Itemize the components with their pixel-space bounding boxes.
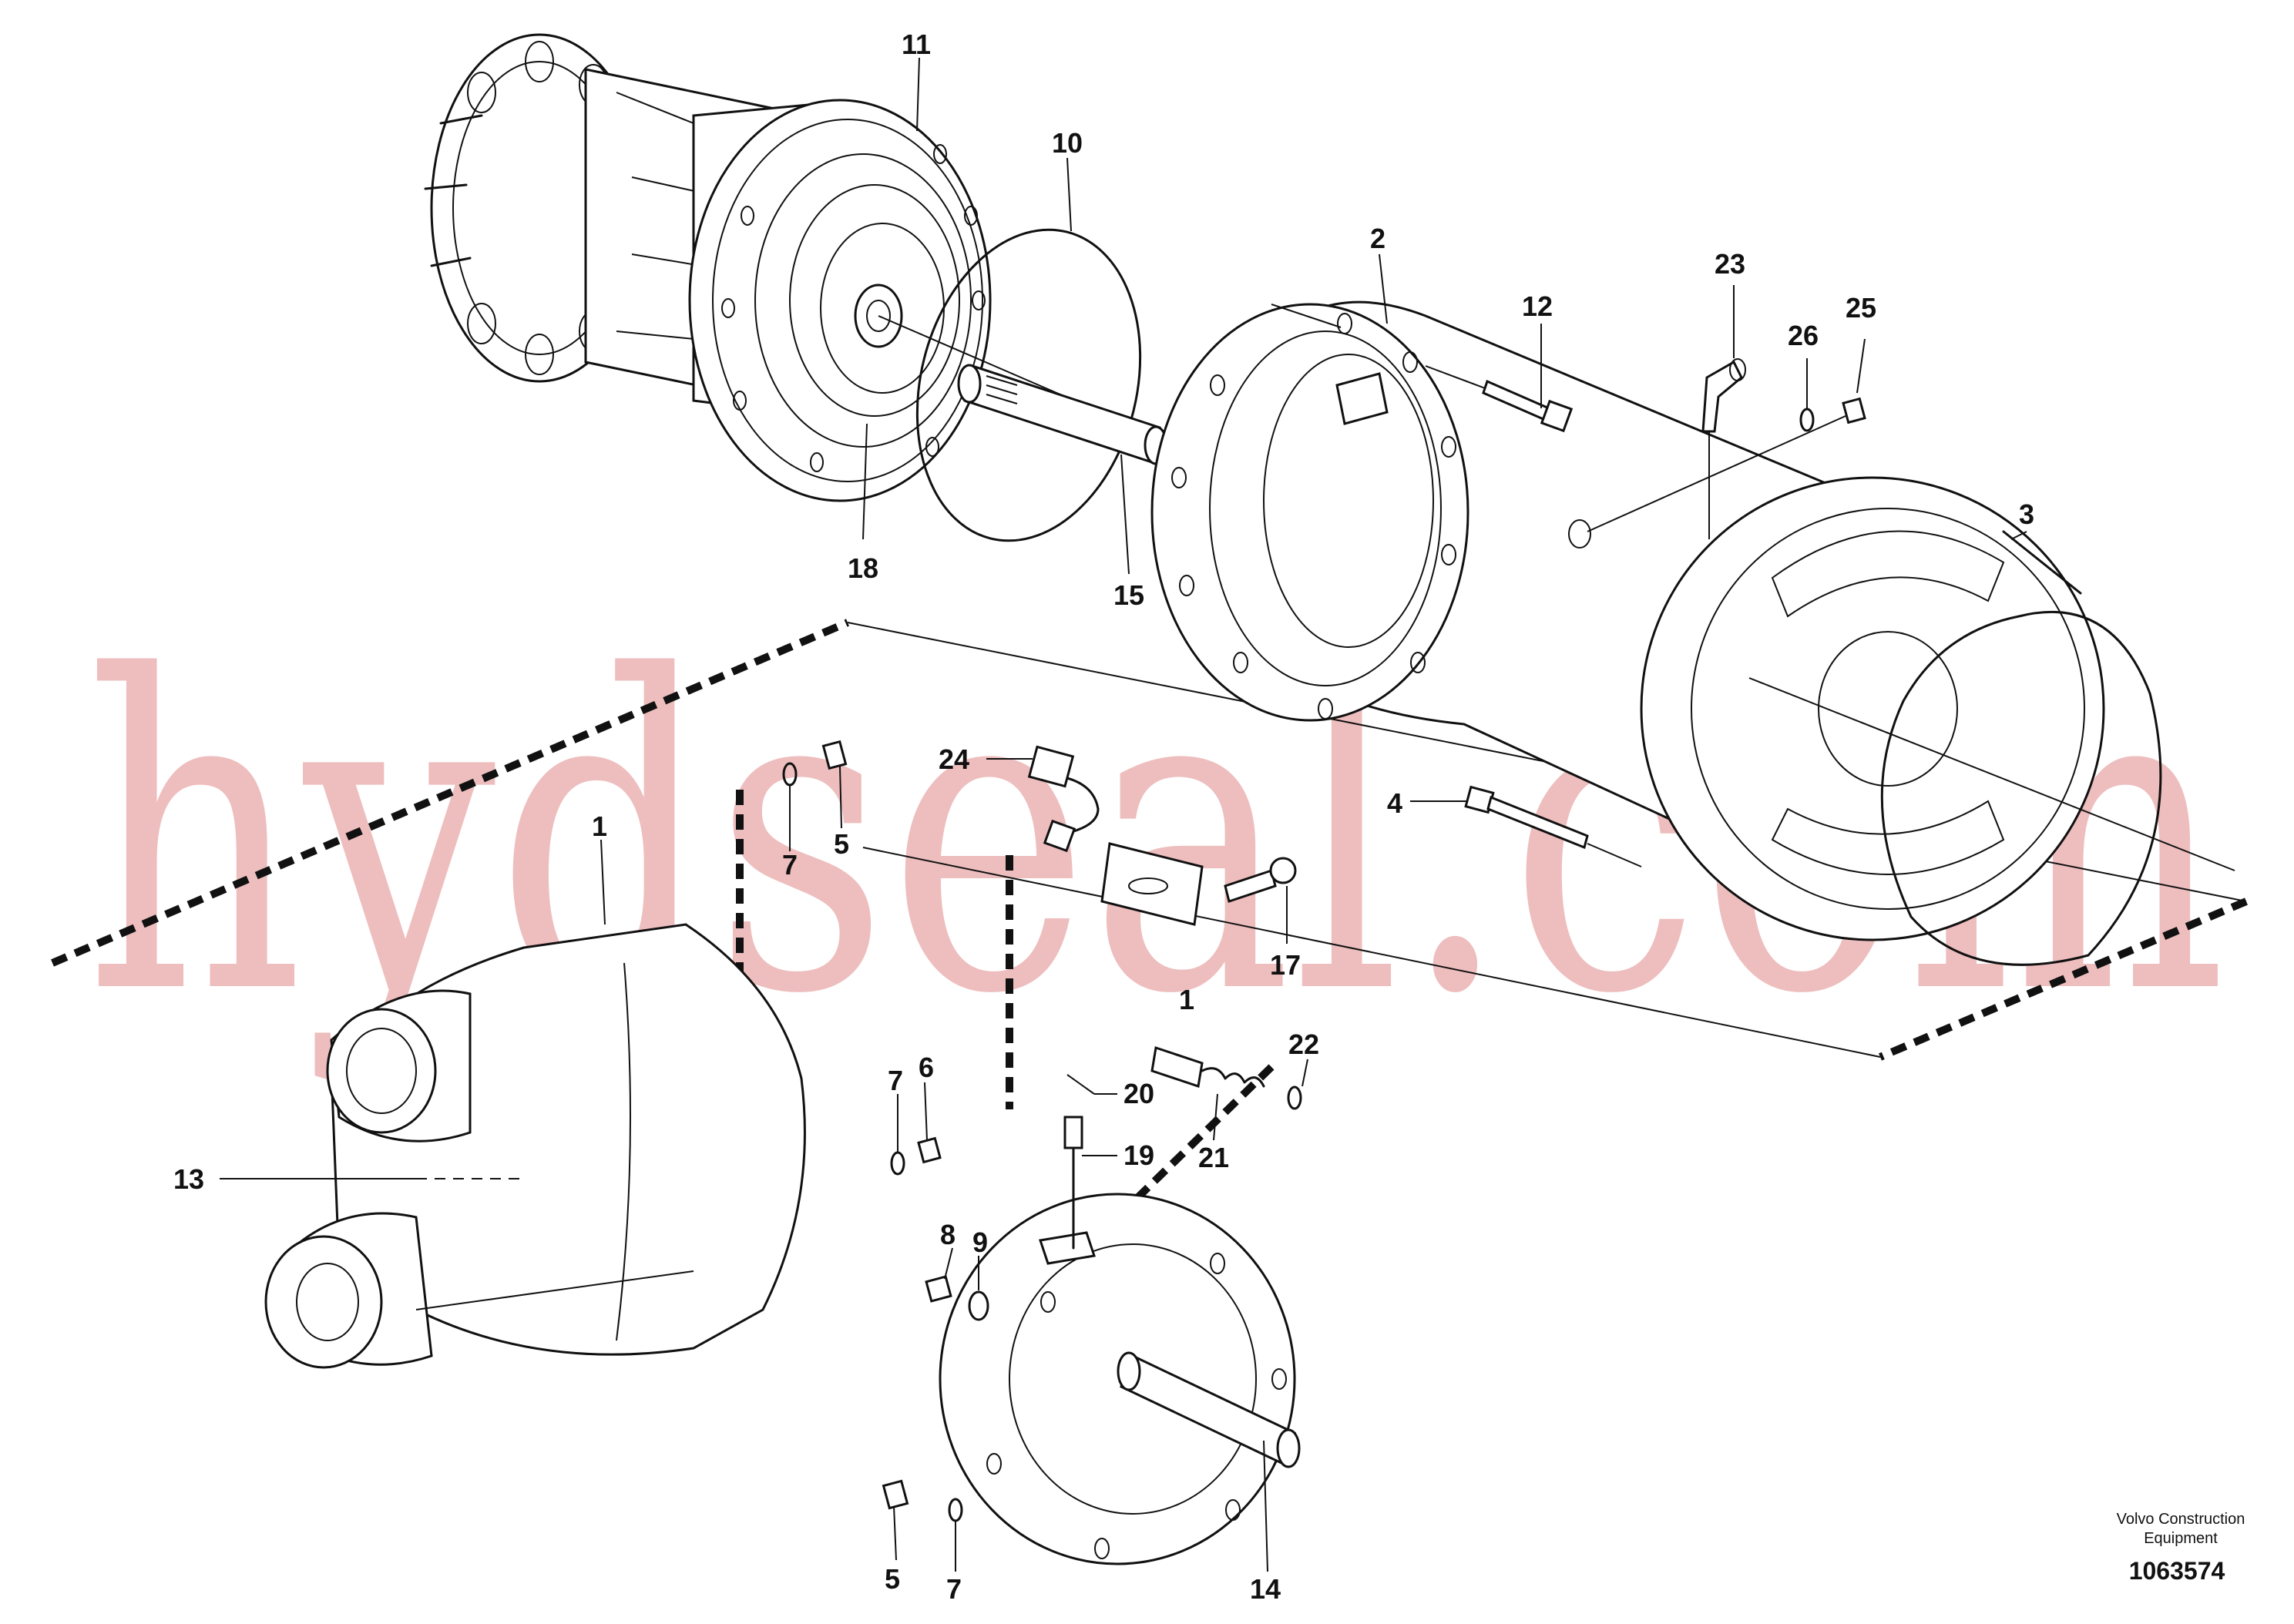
callout-5-bottom: 5 <box>885 1563 900 1595</box>
callout-20: 20 <box>1123 1078 1154 1109</box>
callout-23: 23 <box>1715 248 1745 280</box>
callout-7-mid: 7 <box>888 1065 903 1096</box>
callout-21: 21 <box>1198 1142 1229 1173</box>
callout-4: 4 <box>1387 787 1402 819</box>
callout-11: 11 <box>902 29 931 60</box>
housing-cover-14 <box>939 1193 1301 1565</box>
callout-16: 1 <box>1179 984 1194 1015</box>
callout-22: 22 <box>1288 1028 1319 1060</box>
callout-6: 6 <box>919 1052 934 1083</box>
callout-3: 3 <box>2019 498 2034 530</box>
housing-flange-3 <box>1640 476 2235 966</box>
bolt-12 <box>1425 365 1574 433</box>
callout-labels: 11 10 18 15 2 12 23 26 25 3 4 24 1 7 5 1… <box>173 29 2034 1605</box>
callout-7-top: 7 <box>782 849 798 881</box>
callout-25: 25 <box>1846 292 1876 324</box>
fittings-23-25-26 <box>1568 358 1866 549</box>
leader-lines <box>220 57 2027 1572</box>
callout-10: 10 <box>1052 127 1083 159</box>
callout-17: 17 <box>1270 949 1301 981</box>
drive-shaft-15 <box>878 315 1168 465</box>
callout-14: 14 <box>1250 1573 1281 1605</box>
callout-24: 24 <box>939 743 969 775</box>
differential-housing-1 <box>264 923 806 1369</box>
wheel-hub-assembly <box>424 33 992 502</box>
o-ring-10 <box>915 228 1142 542</box>
callout-12: 12 <box>1522 290 1553 322</box>
callout-9: 9 <box>972 1226 988 1258</box>
callout-26: 26 <box>1788 320 1819 351</box>
callout-13: 13 <box>173 1163 204 1195</box>
sensor-and-plugs <box>782 740 1302 1522</box>
credit-line-1: Volvo Construction <box>2117 1511 2245 1528</box>
callout-7-bottom: 7 <box>946 1573 962 1605</box>
callout-5-top: 5 <box>834 828 849 860</box>
callout-8: 8 <box>940 1219 956 1250</box>
callout-15: 15 <box>1113 579 1144 611</box>
callout-1: 1 <box>592 810 607 842</box>
bolt-4 <box>1464 785 1642 867</box>
callout-18: 18 <box>848 552 878 584</box>
callout-2: 2 <box>1370 223 1385 254</box>
credit-line-2: Equipment <box>2144 1530 2218 1547</box>
callout-19: 19 <box>1123 1139 1154 1171</box>
document-number: 1063574 <box>2129 1557 2225 1585</box>
